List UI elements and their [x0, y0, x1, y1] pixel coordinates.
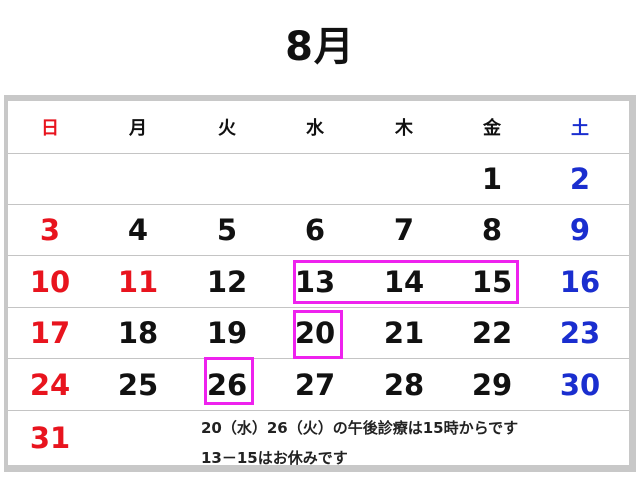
- day-cell: 7: [393, 213, 415, 247]
- day-cell: 18: [117, 316, 159, 350]
- day-cell: 27: [294, 367, 336, 402]
- day-cell: 3: [39, 213, 61, 247]
- day-cell: 25: [117, 367, 159, 402]
- month-title: 8月: [285, 24, 355, 70]
- day-cell: 1: [481, 162, 503, 196]
- day-cell: 5: [216, 213, 238, 247]
- day-cell: 13: [294, 264, 336, 299]
- day-cell: 24: [29, 367, 71, 402]
- day-cell: 31: [29, 421, 71, 455]
- day-cell: 12: [206, 264, 248, 299]
- day-cell: 9: [569, 213, 591, 247]
- day-cell: 30: [559, 367, 601, 402]
- day-cell: 22: [471, 316, 513, 350]
- week-row: 24 25 26 27 28 29 30: [8, 359, 629, 411]
- weekday-label: 月: [129, 118, 147, 139]
- closed-days-highlight: [293, 260, 519, 304]
- afternoon-closed-highlight-26: [204, 357, 254, 405]
- day-cell: 28: [383, 367, 425, 402]
- day-cell: 29: [471, 367, 513, 402]
- day-cell: 6: [304, 213, 326, 247]
- week-row: 3 4 5 6 7 8 9: [8, 205, 629, 256]
- day-cell: 17: [29, 316, 71, 350]
- weekday-label: 土: [571, 118, 589, 139]
- weekday-label: 日: [41, 118, 59, 139]
- calendar-grid: 20（水）26（火）の午後診療は15時からです 13－15はお休みです 日 月 火 水…: [8, 101, 629, 467]
- weekday-label: 火: [218, 118, 236, 139]
- note-afternoon-hours: 20（水）26（火）の午後診療は15時からです: [201, 419, 519, 437]
- afternoon-closed-highlight-20: [293, 310, 343, 359]
- day-cell: 4: [127, 213, 149, 247]
- day-cell: 8: [481, 213, 503, 247]
- week-row: 17 18 19 20 21 22 23: [8, 308, 629, 359]
- weekday-header-row: 日月火水木金土: [8, 101, 629, 154]
- day-cell: 14: [383, 264, 425, 299]
- weekday-label: 木: [395, 118, 413, 139]
- day-cell: 26: [206, 367, 248, 402]
- day-cell: 21: [383, 316, 425, 350]
- weekday-label: 金: [483, 118, 501, 139]
- day-cell: 15: [471, 264, 513, 299]
- day-cell: 20: [294, 316, 336, 350]
- day-cell: 10: [29, 264, 71, 299]
- note-closed-days: 13－15はお休みです: [201, 449, 348, 467]
- week-row: 10 11 12 13 14 15 16: [8, 256, 629, 308]
- day-cell: 11: [117, 264, 159, 299]
- week-row: 31: [8, 411, 629, 465]
- day-cell: 16: [559, 264, 601, 299]
- day-cell: 23: [559, 316, 601, 350]
- day-cell: 19: [206, 316, 248, 350]
- weekday-label: 水: [306, 118, 324, 139]
- day-cell: 2: [569, 162, 591, 196]
